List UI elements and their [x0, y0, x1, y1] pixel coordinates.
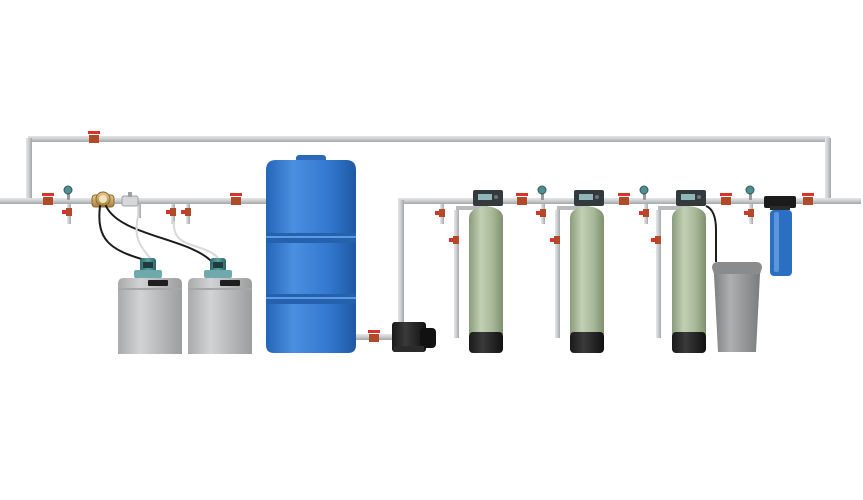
storage-tank	[266, 155, 356, 353]
control-cable	[105, 205, 213, 263]
ball-valve-icon[interactable]	[802, 193, 814, 205]
pressure-gauges	[63, 185, 755, 200]
ball-valve-icon[interactable]	[368, 330, 380, 342]
cartridge-filter	[764, 196, 796, 276]
ball-valve-icon[interactable]	[618, 193, 630, 205]
brine-tank	[712, 262, 762, 352]
gauge-icon	[745, 185, 755, 200]
tank-icon	[188, 278, 252, 354]
ball-valve-icon[interactable]	[550, 236, 560, 244]
drain-pipe-3	[656, 210, 661, 338]
reagent-tank	[188, 258, 252, 354]
dosing-pump	[134, 258, 162, 278]
filter3-link	[658, 206, 690, 210]
ball-valve-icon[interactable]	[230, 193, 242, 205]
gauge-icon	[537, 185, 547, 200]
drain-pipe-2	[555, 210, 560, 338]
ball-valve-icon[interactable]	[181, 208, 191, 216]
bypass-drop-right	[825, 138, 831, 202]
main-treatment-pipe	[398, 198, 861, 204]
ball-valve-icon[interactable]	[651, 236, 661, 244]
gauge-icon	[63, 185, 73, 200]
pump-icon	[204, 258, 232, 278]
ball-valve-icon[interactable]	[449, 236, 459, 244]
ball-valve-icon[interactable]	[88, 131, 100, 143]
dosing-hose	[172, 221, 219, 259]
tank-icon	[266, 155, 356, 353]
filter-icon	[764, 196, 796, 276]
ball-valve-icon[interactable]	[62, 208, 72, 216]
ball-valve-icon[interactable]	[435, 209, 445, 217]
ball-valve-icon[interactable]	[166, 208, 176, 216]
filter2-link	[557, 206, 589, 210]
booster-pump	[392, 322, 436, 352]
filter-icon	[469, 190, 503, 353]
filter-icon	[570, 190, 604, 353]
filter-icon	[672, 190, 706, 353]
tank-icon	[118, 278, 182, 354]
pump-icon	[392, 322, 436, 352]
tank-icon	[712, 262, 762, 352]
ball-valve-icon[interactable]	[42, 193, 54, 205]
filter-column	[469, 190, 503, 353]
stub-2	[137, 204, 141, 218]
ball-valve-icon[interactable]	[720, 193, 732, 205]
water-meter	[91, 191, 139, 208]
brine-line	[705, 205, 717, 262]
ball-valve-icon[interactable]	[536, 209, 546, 217]
filter-column	[672, 190, 706, 353]
riser-pipe	[398, 200, 404, 336]
control-cable	[98, 205, 146, 261]
filter1-link	[456, 206, 488, 210]
dosing-hose	[135, 215, 151, 259]
reagent-tank	[118, 258, 182, 354]
ball-valve-icon[interactable]	[516, 193, 528, 205]
gauge-icon	[639, 185, 649, 200]
bypass-drop-left	[26, 138, 32, 202]
valves	[42, 131, 814, 342]
dosing-lines	[98, 205, 219, 263]
drain-pipe-1	[454, 210, 459, 338]
pump-icon	[134, 258, 162, 278]
ball-valve-icon[interactable]	[639, 209, 649, 217]
ball-valve-icon[interactable]	[744, 209, 754, 217]
dosing-pump	[204, 258, 232, 278]
filter-column	[570, 190, 604, 353]
bypass-pipe	[28, 136, 830, 142]
